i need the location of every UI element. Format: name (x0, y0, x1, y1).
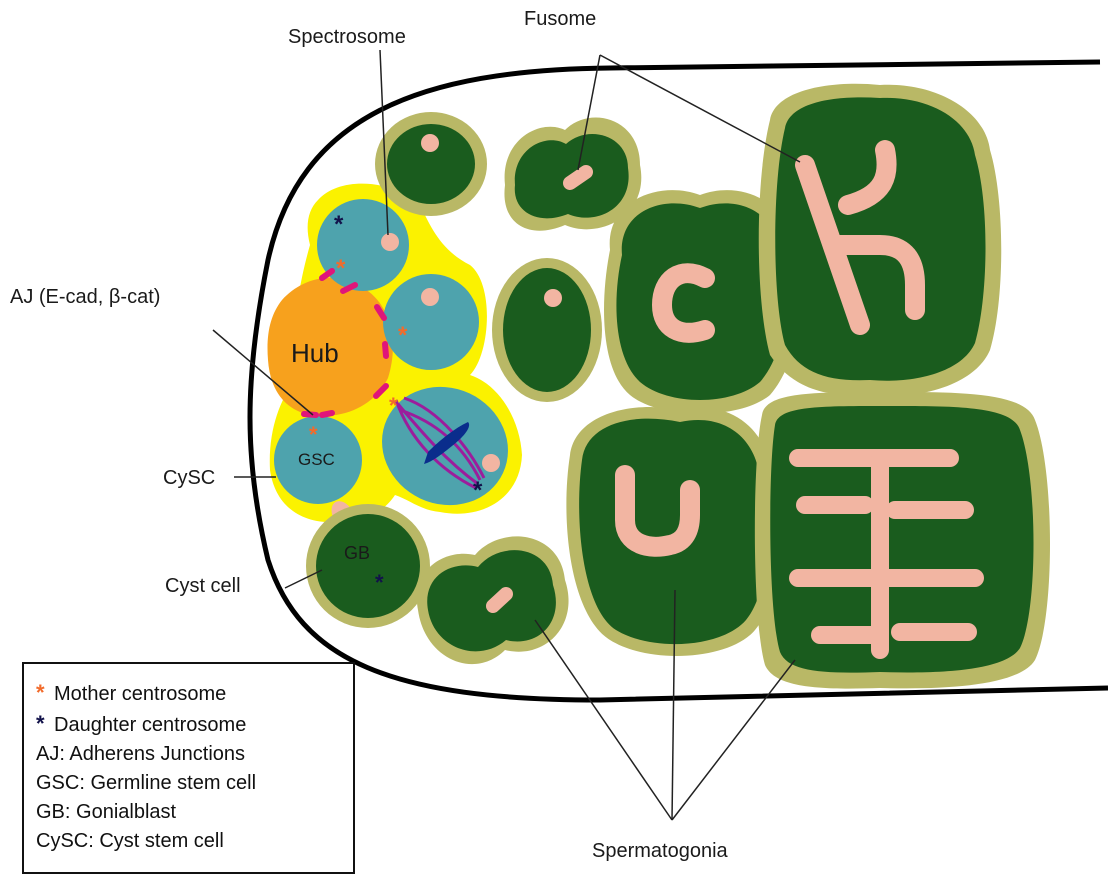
daughter-centrosome-mark: * (334, 211, 344, 238)
legend-text: AJ: Adherens Junctions (36, 743, 245, 765)
daughter-centrosome-icon: * (36, 709, 54, 738)
legend-row-daughter-centrosome: *Daughter centrosome (36, 709, 353, 740)
legend-row-gsc: GSC: Germline stem cell (36, 769, 353, 798)
mother-centrosome-icon: * (36, 678, 54, 707)
spermatogonia-4-cell-bottom (566, 407, 779, 656)
daughter-centrosome-mark: * (375, 570, 384, 595)
gb-label: GB (344, 543, 370, 563)
legend-row-gb: GB: Gonialblast (36, 798, 353, 827)
spectrosome-label: Spectrosome (288, 26, 406, 48)
legend-row-aj: AJ: Adherens Junctions (36, 740, 353, 769)
spermatogonia-8-cell-top (759, 84, 1002, 396)
gonialblast: GB * (306, 504, 430, 628)
spermatogonia-16-cell (755, 392, 1050, 689)
legend-text: GSC: Germline stem cell (36, 772, 256, 794)
legend-row-mother-centrosome: *Mother centrosome (36, 678, 353, 709)
cysc-label: CySC (163, 467, 215, 489)
spermatogonia-1-cell-middle (492, 258, 602, 402)
cyst-cell-label: Cyst cell (165, 575, 241, 597)
spermatogonia-1-cell-top (375, 112, 487, 216)
niche-cluster: * * * * * * Hub GSC (268, 184, 528, 533)
legend-text: Daughter centrosome (54, 714, 246, 736)
spermatogonia-label: Spermatogonia (592, 840, 729, 862)
legend-text: Mother centrosome (54, 683, 226, 705)
fusome-label: Fusome (524, 8, 596, 30)
spermatogonia-2-cell-bottom (417, 536, 569, 664)
aj-label: AJ (E-cad, β-cat) (10, 286, 160, 308)
mother-centrosome-mark: * (398, 322, 408, 349)
legend-box: *Mother centrosome *Daughter centrosome … (22, 662, 355, 874)
hub-label: Hub (291, 338, 339, 368)
mother-centrosome-mark: * (389, 393, 398, 418)
mother-centrosome-mark: * (309, 422, 318, 447)
mother-centrosome-mark: * (336, 255, 346, 282)
daughter-centrosome-mark: * (473, 477, 483, 504)
legend-text: CySC: Cyst stem cell (36, 830, 224, 852)
legend-text: GB: Gonialblast (36, 801, 176, 823)
legend-row-cysc: CySC: Cyst stem cell (36, 827, 353, 856)
spectrosome-dot (482, 454, 500, 472)
spectrosome-dot (381, 233, 399, 251)
spectrosome-dot (421, 288, 439, 306)
gsc-label: GSC (298, 450, 335, 469)
